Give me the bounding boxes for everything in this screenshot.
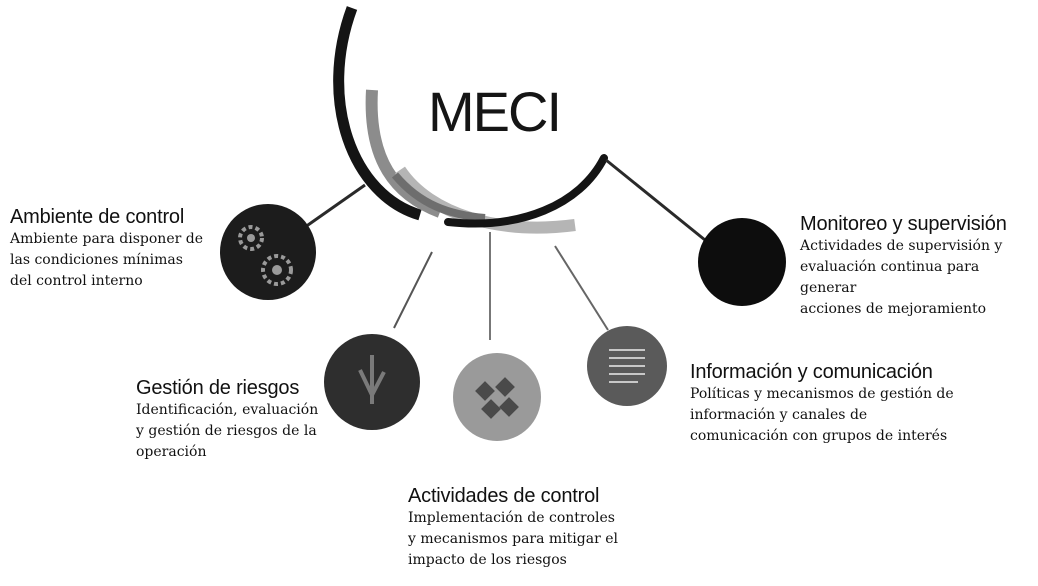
- component-monitoreo: Monitoreo y supervisión Actividades de s…: [800, 212, 1032, 320]
- component-ambiente: Ambiente de control Ambiente para dispon…: [10, 205, 245, 292]
- component-informacion: Información y comunicación Políticas y m…: [690, 360, 990, 447]
- connector-gestion: [393, 251, 433, 329]
- connector-monitoreo: [605, 158, 706, 242]
- node-informacion: [587, 326, 667, 406]
- connectors: [297, 158, 706, 340]
- node-gestion: [324, 334, 420, 430]
- component-title: Gestión de riesgos: [136, 377, 300, 399]
- component-title: Actividades de control: [408, 485, 600, 507]
- component-desc-line: Actividades de supervisión y: [800, 238, 1003, 254]
- connector-informacion: [554, 245, 609, 331]
- component-desc-line: información y canales de: [690, 407, 868, 423]
- node-monitoreo: [698, 218, 786, 306]
- risk-icon: [358, 355, 386, 404]
- component-desc-line: Políticas y mecanismos de gestión de: [690, 386, 954, 402]
- node-actividades-circle: [453, 353, 541, 441]
- component-desc-line: Identificación, evaluación: [136, 402, 319, 418]
- connector-ambiente: [297, 183, 366, 234]
- component-desc-line: impacto de los riesgos: [408, 552, 567, 568]
- component-desc-line: Implementación de controles: [408, 510, 615, 526]
- diagram-title: MECI: [428, 80, 562, 143]
- component-desc-line: evaluación continua para generar: [800, 259, 980, 296]
- puzzle-icon: [475, 377, 519, 419]
- node-actividades: [453, 353, 541, 441]
- component-gestion: Gestión de riesgos Identificación, evalu…: [136, 376, 326, 463]
- component-title: Ambiente de control: [10, 206, 185, 228]
- meci-arc: [333, 6, 608, 234]
- component-desc-line: Ambiente para disponer de: [10, 231, 203, 247]
- component-desc-line: y mecanismos para mitigar el: [408, 531, 618, 547]
- component-desc-line: operación: [136, 444, 207, 460]
- component-desc-line: y gestión de riesgos de la: [136, 423, 317, 439]
- component-desc-line: comunicación con grupos de interés: [690, 428, 948, 444]
- component-actividades: Actividades de control Implementación de…: [408, 484, 638, 571]
- document-icon: [609, 349, 645, 383]
- component-desc-line: del control interno: [10, 273, 143, 289]
- component-title: Información y comunicación: [690, 361, 933, 383]
- component-title: Monitoreo y supervisión: [800, 213, 1007, 235]
- gears-icon: [238, 225, 293, 286]
- arc-outer-dark: [333, 6, 422, 221]
- arc-inner-dark: [444, 154, 608, 228]
- node-ambiente: [220, 204, 316, 300]
- component-desc-line: las condiciones mínimas: [10, 252, 183, 268]
- component-desc-line: acciones de mejoramiento: [800, 301, 987, 317]
- node-monitoreo-circle: [698, 218, 786, 306]
- arc-mid-segment: [391, 172, 486, 222]
